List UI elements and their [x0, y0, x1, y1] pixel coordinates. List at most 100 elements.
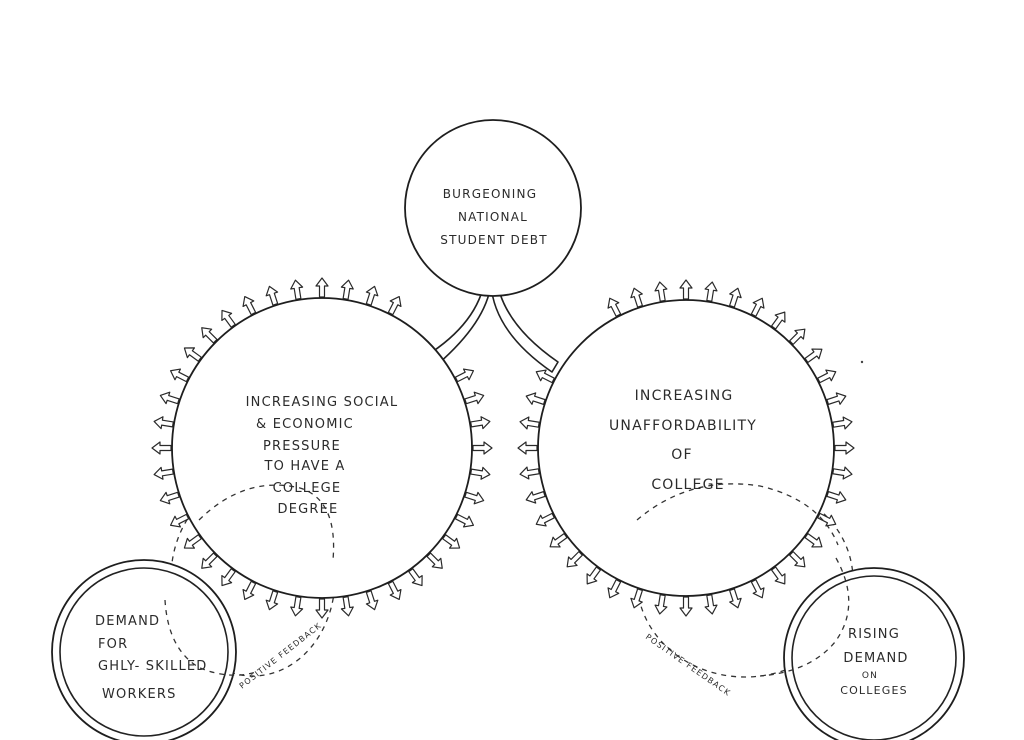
pressure-line-3: PRESSURE — [263, 439, 341, 454]
outward-arrow — [834, 441, 855, 455]
outward-arrow — [442, 534, 461, 549]
outward-arrow — [201, 552, 218, 569]
colleges-line-1: RISING — [848, 627, 900, 642]
pressure-line-1: INCREASING SOCIAL — [246, 395, 399, 410]
outward-arrow — [242, 295, 257, 316]
outward-arrow — [265, 285, 279, 306]
outward-arrow — [729, 287, 742, 308]
outward-arrow — [535, 369, 555, 384]
node-demand-colleges-circle — [783, 567, 965, 740]
outward-arrow — [470, 416, 491, 430]
skilled-line-4: WORKERS — [102, 687, 177, 702]
unaffordability-line-1: INCREASING — [635, 388, 734, 404]
outward-arrow — [265, 590, 279, 611]
outward-arrow — [519, 466, 540, 480]
outward-arrow — [607, 579, 622, 599]
outward-arrow — [679, 279, 693, 300]
outward-arrow — [525, 392, 546, 405]
debt-line-1: BURGEONING — [443, 187, 537, 201]
node-debt-label: BURGEONING NATIONAL STUDENT DEBT — [440, 187, 547, 247]
node-pressure-circle — [171, 297, 473, 599]
outward-arrow — [704, 281, 718, 302]
outward-arrow — [525, 491, 546, 504]
outward-arrow — [315, 277, 329, 298]
outward-arrow — [654, 594, 668, 615]
outward-arrow — [826, 491, 847, 504]
outward-arrow — [832, 416, 853, 430]
outward-arrow — [153, 466, 174, 480]
pressure-line-6: DEGREE — [278, 502, 339, 517]
outward-arrow — [729, 588, 742, 609]
outward-arrow — [183, 347, 202, 362]
outward-arrow — [679, 596, 693, 617]
outward-arrow — [535, 512, 555, 527]
unaffordability-line-2: UNAFFORDABILITY — [609, 418, 757, 434]
outward-arrow — [454, 368, 475, 383]
outward-arrow — [464, 391, 485, 405]
feedback-loop-right-inner — [636, 483, 839, 546]
outward-arrow — [169, 368, 190, 383]
colleges-line-3: ON — [862, 671, 878, 681]
node-demand-colleges-label: RISING DEMAND ON COLLEGES — [840, 627, 908, 697]
outward-arrow — [454, 513, 475, 528]
node-unaffordability-label: INCREASING UNAFFORDABILITY OF COLLEGE — [609, 388, 757, 493]
outward-arrow — [365, 285, 379, 306]
outward-arrow — [201, 327, 218, 344]
outward-arrow — [340, 596, 354, 617]
outward-arrow — [654, 281, 668, 302]
outward-arrow — [290, 279, 304, 300]
outward-arrow — [519, 416, 540, 430]
outward-arrow — [817, 512, 837, 527]
outward-arrow — [770, 566, 786, 585]
outward-arrow — [221, 568, 236, 587]
colleges-line-2: DEMAND — [843, 651, 908, 666]
outward-arrow — [832, 466, 853, 480]
outward-arrow — [387, 295, 402, 316]
outward-arrow — [159, 491, 180, 505]
pressure-line-5: COLLEGE — [273, 481, 342, 496]
outward-arrow — [151, 441, 172, 455]
outward-arrows-right — [517, 279, 855, 617]
outward-arrow — [159, 391, 180, 405]
skilled-line-1: DEMAND — [95, 614, 160, 629]
outward-arrow — [426, 552, 443, 569]
feedback-label-left: POSITIVE FEEDBACK — [238, 621, 324, 691]
outward-arrow — [470, 466, 491, 480]
outward-arrow — [517, 441, 538, 455]
node-demand-skilled-label: DEMAND FOR GHLY- SKILLED WORKERS — [95, 614, 206, 702]
colleges-line-4: COLLEGES — [840, 684, 908, 697]
pressure-line-2: & ECONOMIC — [256, 417, 354, 432]
outward-arrow — [586, 566, 602, 585]
outward-arrow — [387, 580, 402, 601]
outward-arrow — [472, 441, 493, 455]
stray-dot — [860, 360, 864, 364]
outward-arrow — [789, 328, 806, 345]
outward-arrow — [183, 534, 202, 549]
pressure-line-4: TO HAVE A — [263, 459, 345, 474]
outward-arrow — [549, 532, 568, 548]
outward-arrow — [340, 279, 354, 300]
outward-arrow — [789, 551, 806, 568]
outward-arrow — [704, 594, 718, 615]
outward-arrow — [630, 287, 643, 308]
node-pressure-label: INCREASING SOCIAL & ECONOMIC PRESSURE TO… — [246, 395, 399, 517]
outward-arrow — [408, 568, 423, 587]
outward-arrow — [770, 311, 786, 330]
outward-arrow — [630, 588, 643, 609]
debt-line-3: STUDENT DEBT — [440, 233, 547, 247]
node-unaffordability-circle — [537, 299, 835, 597]
feedback-loop-left-inner — [198, 484, 335, 561]
outward-arrow — [566, 551, 583, 568]
outward-arrow — [365, 590, 379, 611]
skilled-line-2: FOR — [98, 637, 128, 652]
debt-line-2: NATIONAL — [458, 210, 528, 224]
outward-arrow — [464, 491, 485, 505]
feedback-loop-left-tail — [164, 599, 257, 676]
outward-arrows-left — [151, 277, 493, 619]
outward-arrow — [242, 580, 257, 601]
outward-arrow — [750, 579, 765, 599]
feedback-label-right: POSITIVE FEEDBACK — [644, 632, 733, 698]
node-demand-skilled-circle — [51, 559, 237, 740]
outward-arrow — [804, 532, 823, 548]
